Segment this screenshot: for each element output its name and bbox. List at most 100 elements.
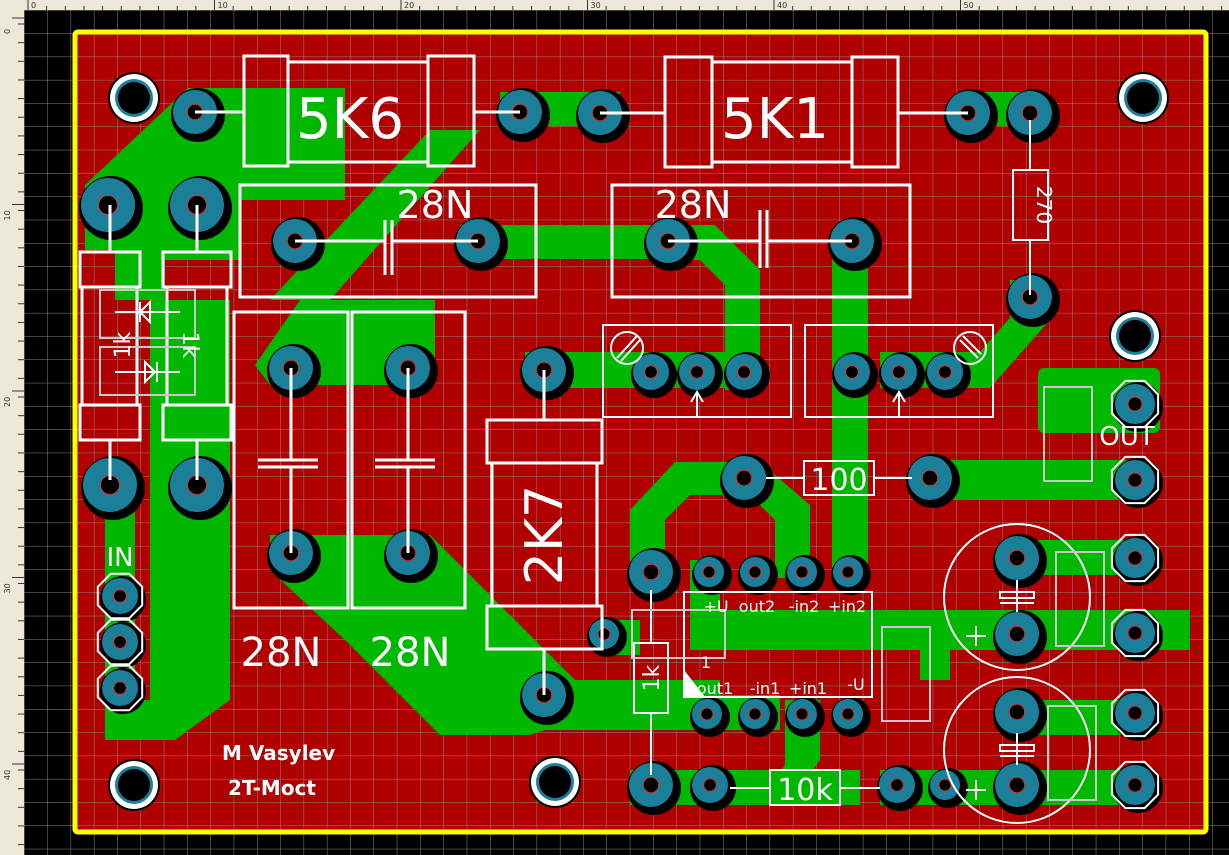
label-28n-mid-left: 28N [241,630,322,676]
opamp-pin-top-2: out2 [739,597,775,616]
pad-drill [1127,396,1143,412]
trimmer-left[interactable] [602,324,792,418]
opamp-pin1-outline [631,609,726,659]
pad-drill [642,563,660,581]
mounting-holes [108,72,1169,811]
pad-drill [921,469,939,487]
resistor-5k6[interactable] [195,54,520,168]
resistor-5k1[interactable] [600,55,968,169]
resistor-1k-bottom[interactable] [633,590,669,775]
connector-out-pin-outline [1110,608,1160,658]
opamp-pin-bottom-2: -in1 [750,679,781,698]
ruler-left-label: 30 [3,583,12,593]
connector-out-pin-outline [1110,533,1160,583]
label-5k6: 5K6 [296,87,404,152]
copper-pour-diagonal [270,130,480,300]
pad-drill [1008,549,1026,567]
pad-drill [98,195,118,215]
diode-symbols [115,299,180,385]
label-270: 270 [1032,186,1056,224]
pcb-canvas[interactable]: 5K6 5K1 28N 28N 28N 28N 2K7 270 1k 1k 10… [24,10,1229,855]
label-100: 100 [810,463,867,498]
silk-text: 5K6 5K1 28N 28N 28N 28N 2K7 270 1k 1k 10… [106,87,1154,808]
author-label: M Vasylev [222,741,335,765]
copper-trace-vert [832,230,868,580]
pad-drill [1021,104,1039,122]
opamp-dual[interactable] [683,591,873,698]
pad-drill [113,635,127,649]
connector-out-pin-outline [1110,379,1160,429]
capacitor-28n-top-right[interactable] [610,183,912,299]
pad-drill [938,778,952,792]
mounting-hole-drill [118,769,150,801]
ruler-top-label: 40 [777,1,787,10]
connector-out-pin-outline [1110,455,1160,505]
resistor-2k7[interactable] [485,370,604,695]
diode-bridge[interactable] [99,289,196,396]
smd-footprint-out [1043,386,1093,482]
pad-drill [1127,550,1143,566]
capacitor-28n-mid-right[interactable] [350,310,467,610]
pad-drill [702,565,716,579]
copper-pour-bottom-diag [270,535,720,735]
pad-drill [597,627,611,641]
electrolytic-capacitor-bottom[interactable] [943,676,1091,824]
smd-footprint-elec2 [1047,705,1097,801]
project-label: 2T-Moct [228,776,316,800]
label-1k-left-a: 1k [111,331,136,358]
trimmer-right[interactable] [804,324,994,418]
opamp-pin-bottom-3: +in1 [789,679,827,698]
opamp-pin-bottom-1: out1 [697,679,733,698]
ruler-left-label: 40 [3,770,12,780]
pad-drill [1008,703,1026,721]
opamp-pin-top-1: +U [703,597,728,616]
capacitor-28n-top-left[interactable] [238,183,538,299]
pad-drill [1008,625,1026,643]
copper-trace-bend [660,225,760,390]
label-28n-mid-right: 28N [370,630,451,676]
resistor-270[interactable] [1012,120,1049,295]
pad-drill [890,778,904,792]
mounting-hole-drill [1119,320,1151,352]
label-in: IN [106,543,133,573]
pad-drill [690,365,704,379]
pad-drill [1127,472,1143,488]
pad-drill [737,365,751,379]
pad-drill [703,778,717,792]
mounting-hole-drill [1127,82,1159,114]
connector-outlines [96,379,1160,810]
pad-drill [795,707,809,721]
pad-drill [642,776,660,794]
pad-drill [845,365,859,379]
connector-in-pin-outline [96,664,144,712]
pad-drill [1127,705,1143,721]
mounting-hole-drill [539,766,571,798]
pad-drill [795,565,809,579]
resistor-10k[interactable] [730,769,880,806]
silkscreen [78,54,1105,824]
connector-in-pin-outline [96,618,144,666]
copper-pour-vertical [105,300,230,740]
label-28n-top-right: 28N [655,183,732,227]
pad-drill [1127,777,1143,793]
label-1k-bottom: 1k [640,664,665,691]
resistor-100[interactable] [766,460,912,496]
connector-out-pin-outline [1110,760,1160,810]
capacitor-28n-mid-left[interactable] [232,310,350,610]
electrolytic-capacitor-top[interactable] [943,523,1091,671]
ruler-top-label: 50 [964,1,974,10]
opamp-pin-bottom-4: -U [847,675,864,694]
connector-in-pin-outline [96,572,144,620]
pad-drill [113,681,127,695]
pad-drill [748,707,762,721]
pads [79,88,1163,815]
pad-drill [938,365,952,379]
smd-footprint-mid [881,626,931,722]
pad-drill [735,469,753,487]
label-28n-top-left: 28N [397,183,474,227]
resistor-1k-left-a[interactable] [78,205,142,480]
ruler-top-label: 10 [218,1,228,10]
pad-drill [1127,625,1143,641]
ruler-top-label: 0 [31,1,36,10]
